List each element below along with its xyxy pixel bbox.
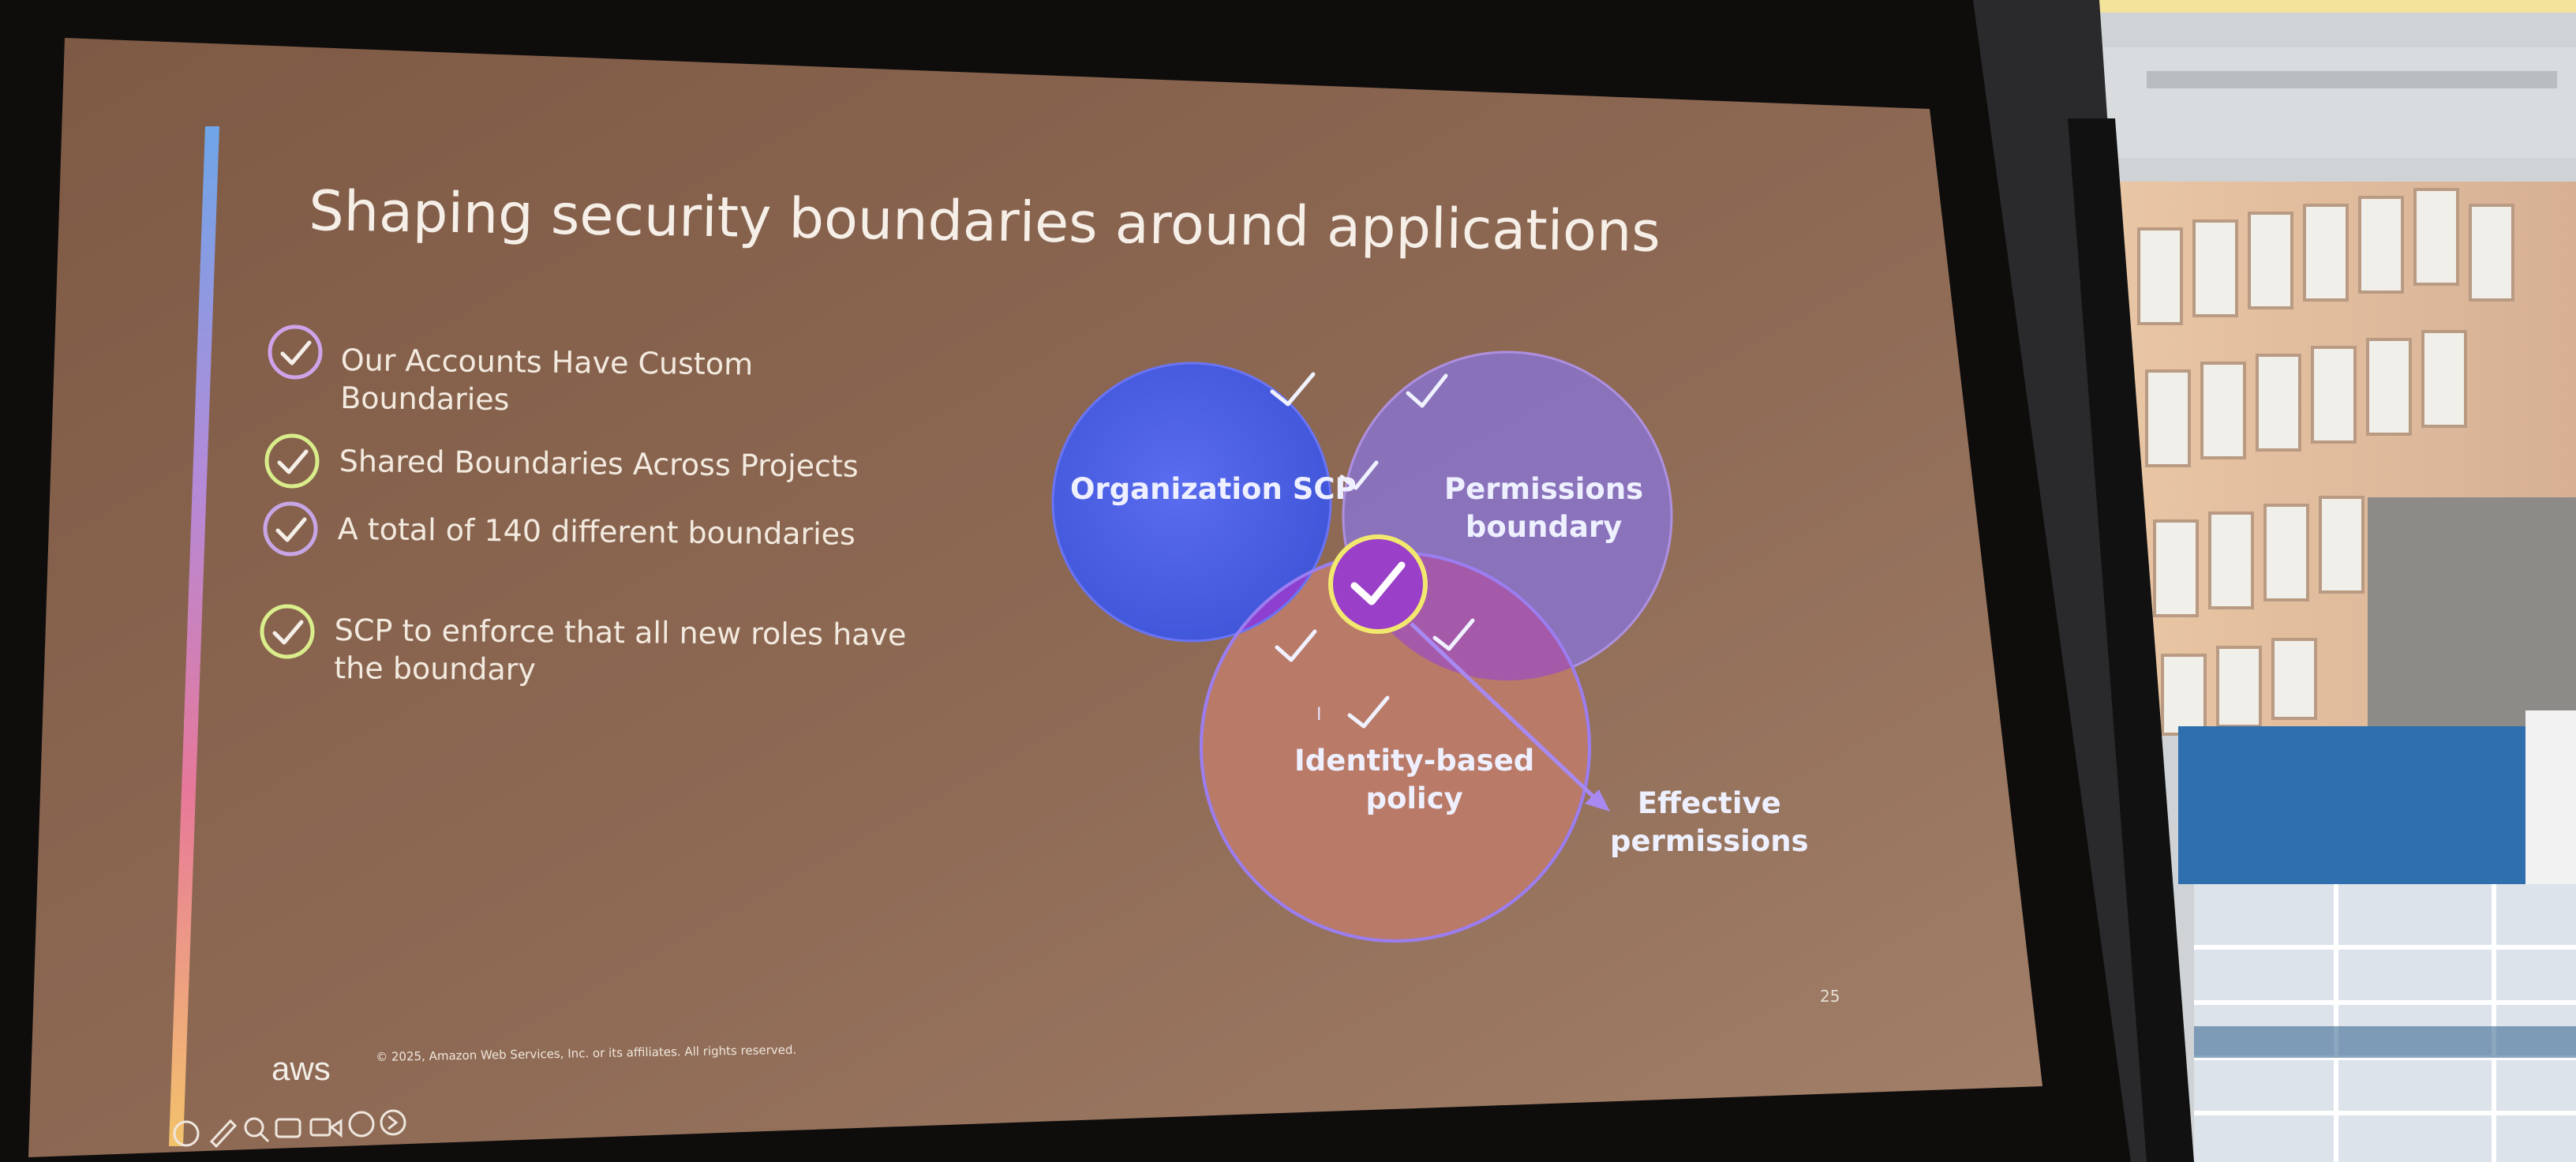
presenter-controls[interactable] — [173, 1109, 406, 1149]
check-icon — [1347, 695, 1390, 729]
venn-label-permissions-boundary: Permissions boundary — [1444, 472, 1644, 544]
aws-logo: aws — [271, 1050, 331, 1087]
check-icon — [1339, 460, 1379, 490]
accent-bar — [169, 126, 219, 1146]
bullet-2-check-icon — [264, 433, 320, 489]
bullet-3-check-icon — [263, 501, 318, 557]
check-icon — [1406, 373, 1448, 408]
window-view — [1973, 0, 2576, 1162]
venn-label-identity-policy: Identity-based policy — [1294, 744, 1535, 815]
slide-page-number: 25 — [1820, 987, 1840, 1006]
bullet-item: Our Accounts Have Custom Boundaries — [340, 342, 754, 418]
more-icon[interactable] — [348, 1111, 375, 1138]
bullet-item: SCP to enforce that all new roles have t… — [334, 612, 907, 688]
captions-icon[interactable] — [275, 1118, 301, 1138]
effective-permissions-check-icon — [1328, 534, 1428, 634]
bullet-item: Shared Boundaries Across Projects — [339, 443, 859, 484]
pen-icon[interactable] — [209, 1119, 238, 1149]
venn-label-organization-scp: Organization SCP — [1070, 472, 1357, 506]
camera-icon[interactable] — [309, 1118, 343, 1138]
venn-diagram: I — [1051, 350, 1673, 943]
check-icon — [1270, 372, 1316, 407]
venn-label-effective-permissions: Effective permissions — [1610, 786, 1809, 858]
venn-circle-organization-scp — [1053, 363, 1331, 641]
bullet-4-check-icon — [260, 604, 315, 659]
bullet-1-check-icon — [268, 324, 323, 380]
forward-icon[interactable] — [380, 1109, 406, 1136]
zoom-icon[interactable] — [244, 1117, 270, 1143]
bullet-item: A total of 140 different boundaries — [337, 511, 856, 552]
cursor-icon: I — [1316, 705, 1322, 725]
check-icon — [1432, 618, 1475, 651]
check-icon — [1275, 629, 1317, 662]
effective-permissions-arrow — [1410, 622, 1610, 812]
back-icon[interactable] — [173, 1120, 200, 1147]
